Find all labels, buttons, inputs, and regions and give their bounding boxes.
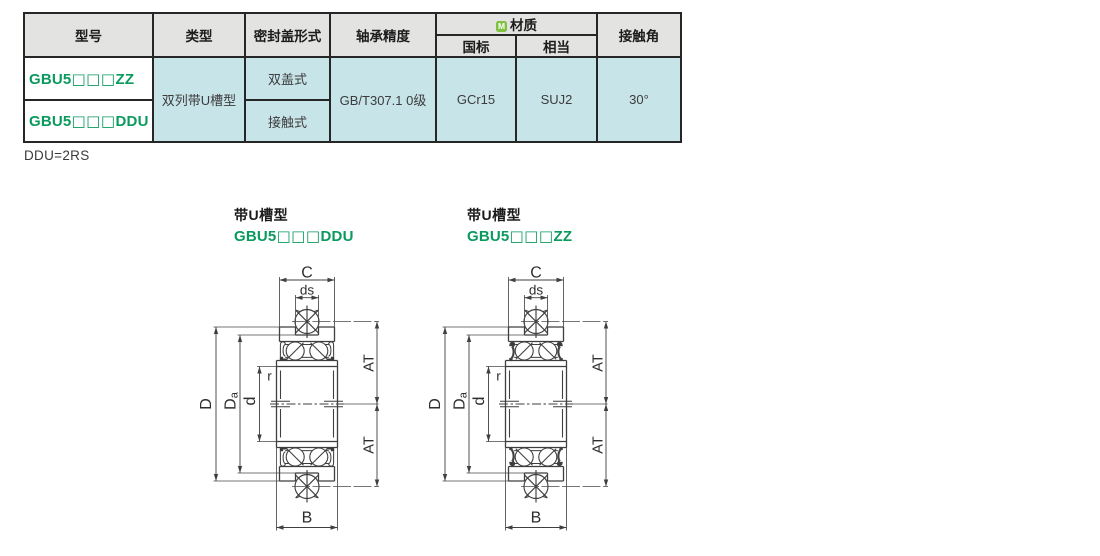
- header-row-2: 国标 相当: [24, 34, 681, 58]
- dim-label-ds: ds: [300, 283, 315, 298]
- dim-label-at-upper: AT: [362, 354, 378, 372]
- table-row: GBU5□□□ZZ 双列带U槽型 双盖式 GB/T307.1 0级 GCr15 …: [23, 56, 682, 143]
- left-drawing-model: GBU5□□□DDU: [234, 227, 354, 245]
- dim-label-at-lower: AT: [591, 436, 607, 454]
- dim-label-d-outer: D: [198, 398, 215, 410]
- placeholder-boxes: □□□: [509, 227, 554, 245]
- contact-angle-cell: 30°: [596, 56, 682, 143]
- bearing-drawings: C ds D Da d r AT AT B C ds: [198, 265, 609, 532]
- placeholder-boxes: □□□: [71, 112, 116, 130]
- model-prefix: GBU5: [29, 113, 72, 130]
- dim-label-b: B: [531, 510, 542, 527]
- model-prefix: GBU5: [234, 228, 277, 245]
- drawing-ddu: C ds D Da d r AT AT B: [198, 265, 380, 532]
- material-label: 材质: [510, 18, 537, 33]
- dim-label-d-bore: d: [471, 397, 488, 406]
- da-subscript: a: [458, 391, 470, 398]
- model-suffix: DDU: [320, 228, 354, 245]
- dim-label-at-upper: AT: [591, 354, 607, 372]
- dim-label-d-outer: D: [427, 398, 444, 410]
- seal-double-cover-cell: 双盖式: [244, 56, 331, 101]
- col-header-contact-angle: 接触角: [596, 12, 682, 58]
- model-suffix: DDU: [115, 113, 149, 130]
- da-main: D: [223, 398, 240, 410]
- placeholder-boxes: □□□: [71, 69, 116, 88]
- placeholder-boxes: □□□: [276, 227, 321, 245]
- model-ddu-cell: GBU5□□□DDU: [23, 99, 154, 143]
- right-drawing-model: GBU5□□□ZZ: [467, 227, 572, 245]
- dim-label-c: C: [530, 265, 542, 282]
- right-drawing-title: 带U槽型: [467, 207, 522, 223]
- footnote: DDU=2RS: [24, 148, 90, 163]
- precision-cell: GB/T307.1 0级: [329, 56, 437, 143]
- left-drawing-title: 带U槽型: [234, 207, 289, 223]
- model-suffix: ZZ: [553, 228, 573, 245]
- material-gb-cell: GCr15: [435, 56, 517, 143]
- model-prefix: GBU5: [467, 228, 510, 245]
- type-cell: 双列带U槽型: [152, 56, 246, 143]
- col-header-equivalent: 相当: [515, 34, 598, 58]
- dim-label-d-bore: d: [242, 397, 259, 406]
- drawing-zz: C ds D Da d r AT AT B: [427, 265, 609, 532]
- seal-contact-cell: 接触式: [244, 99, 331, 143]
- model-suffix: ZZ: [115, 70, 135, 88]
- table-row: GBU5□□□DDU 接触式: [23, 99, 681, 143]
- col-header-precision: 轴承精度: [329, 12, 437, 58]
- dim-label-r: r: [267, 369, 272, 384]
- dim-label-r: r: [496, 369, 501, 384]
- material-icon: M: [496, 21, 507, 32]
- dim-label-da: Da: [223, 391, 241, 410]
- dim-label-b: B: [302, 510, 313, 527]
- dim-label-ds: ds: [529, 283, 544, 298]
- material-eq-cell: SUJ2: [515, 56, 598, 143]
- da-subscript: a: [229, 391, 241, 398]
- da-main: D: [452, 398, 469, 410]
- dim-label-da: Da: [452, 391, 470, 410]
- dim-label-at-lower: AT: [362, 436, 378, 454]
- col-header-gb-standard: 国标: [435, 34, 517, 58]
- col-header-type: 类型: [152, 12, 246, 58]
- dim-label-c: C: [301, 265, 313, 282]
- model-prefix: GBU5: [29, 70, 72, 88]
- col-header-seal: 密封盖形式: [244, 12, 331, 58]
- model-zz-cell: GBU5□□□ZZ: [23, 56, 154, 101]
- col-header-model: 型号: [23, 12, 154, 58]
